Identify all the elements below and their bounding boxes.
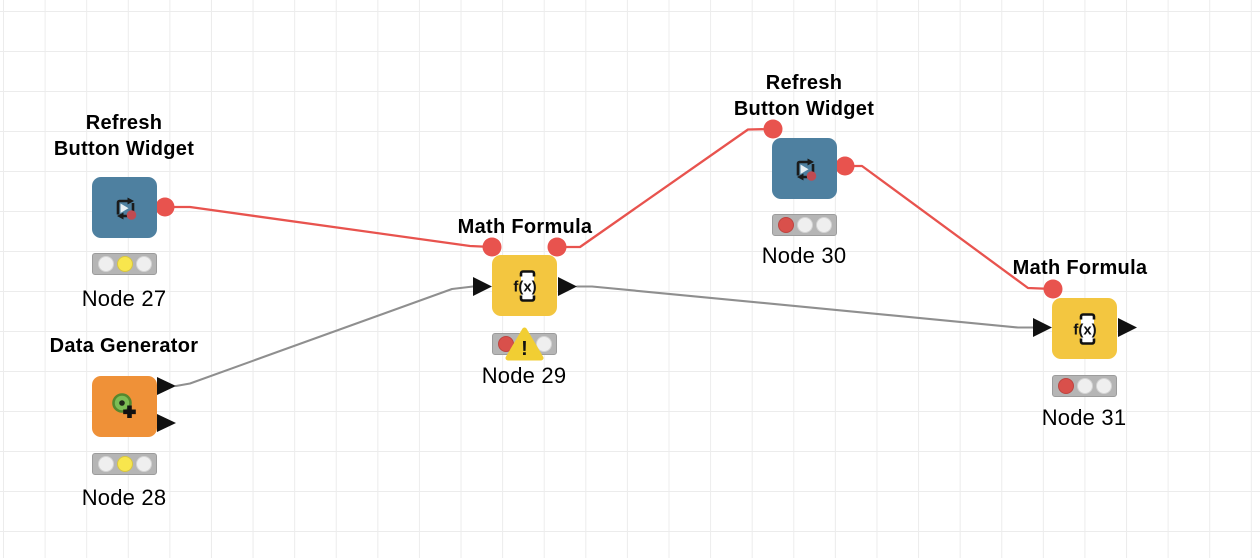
node-28-data-output-port-2[interactable] [157,414,176,432]
status-light-off [1095,378,1112,394]
node-30-traffic-light [772,214,837,236]
data-generator-icon [111,392,136,418]
status-light-off [135,456,152,472]
node-title-line: Button Widget [53,138,195,160]
node-29-flowvar-input-port[interactable] [482,237,502,257]
node-28-traffic-light [92,453,157,475]
node-29-body[interactable]: f(x) [492,255,557,316]
node-30-label: Node 30 [761,243,847,268]
connection-node29-to-node30[interactable] [555,127,775,249]
status-light-off [796,217,813,233]
refresh-loop-icon [116,197,136,220]
node-28-body[interactable] [92,376,157,437]
math-formula-icon: f(x) [513,269,536,302]
status-light-off [815,217,832,233]
node-31-flowvar-input-port[interactable] [1043,279,1063,299]
node-29-data-output-port[interactable] [558,277,577,296]
status-light-red [777,217,794,233]
node-title-line: Refresh [85,112,163,134]
node-27-title: Refresh Button Widget [24,110,224,162]
math-formula-icon: f(x) [1073,312,1096,345]
node-29-flowvar-output-port[interactable] [547,237,567,257]
status-light-yellow [116,456,133,472]
status-light-off [135,256,152,272]
node-27-flowvar-output-port[interactable] [155,197,175,217]
math-formula-icon-text: f(x) [513,278,536,295]
node-27-traffic-light [92,253,157,275]
status-light-off [97,456,114,472]
node-title-line: Math Formula [457,216,593,238]
status-light-off [97,256,114,272]
node-30-flowvar-output-port[interactable] [835,156,855,176]
status-light-yellow [116,256,133,272]
node-title-line: Math Formula [1012,257,1148,279]
node-28-label: Node 28 [81,485,167,510]
status-light-off [535,336,552,352]
node-29-title: Math Formula [425,214,625,240]
warning-badge: ! [505,327,544,361]
node-28-data-output-port-1[interactable] [157,377,176,395]
node-29-data-input-port[interactable] [473,277,492,296]
warning-mark: ! [521,338,528,360]
node-title-line: Button Widget [733,98,875,120]
node-30-body[interactable] [772,138,837,199]
status-light-red [497,336,514,352]
connection-node29-to-node31[interactable] [575,285,1035,329]
node-27-label: Node 27 [81,286,167,311]
connection-node28-to-node29[interactable] [174,285,475,388]
node-31-body[interactable]: f(x) [1052,298,1117,359]
node-30-flowvar-input-port[interactable] [763,119,783,139]
node-30-title: Refresh Button Widget [704,70,904,122]
node-29-label: Node 29 [481,363,567,388]
status-light-red [1057,378,1074,394]
node-title-line: Data Generator [49,335,199,357]
node-title-line: Refresh [765,72,843,94]
node-31-title: Math Formula [980,255,1180,281]
node-27-body[interactable] [92,177,157,238]
refresh-loop-icon [796,158,816,181]
math-formula-icon-text: f(x) [1073,321,1096,338]
node-31-data-input-port[interactable] [1033,318,1052,337]
node-31-data-output-port[interactable] [1118,318,1137,337]
connection-node27-to-node29[interactable] [163,205,494,249]
status-light-off [1076,378,1093,394]
node-31-traffic-light [1052,375,1117,397]
node-28-title: Data Generator [24,333,224,359]
node-31-label: Node 31 [1041,405,1127,430]
